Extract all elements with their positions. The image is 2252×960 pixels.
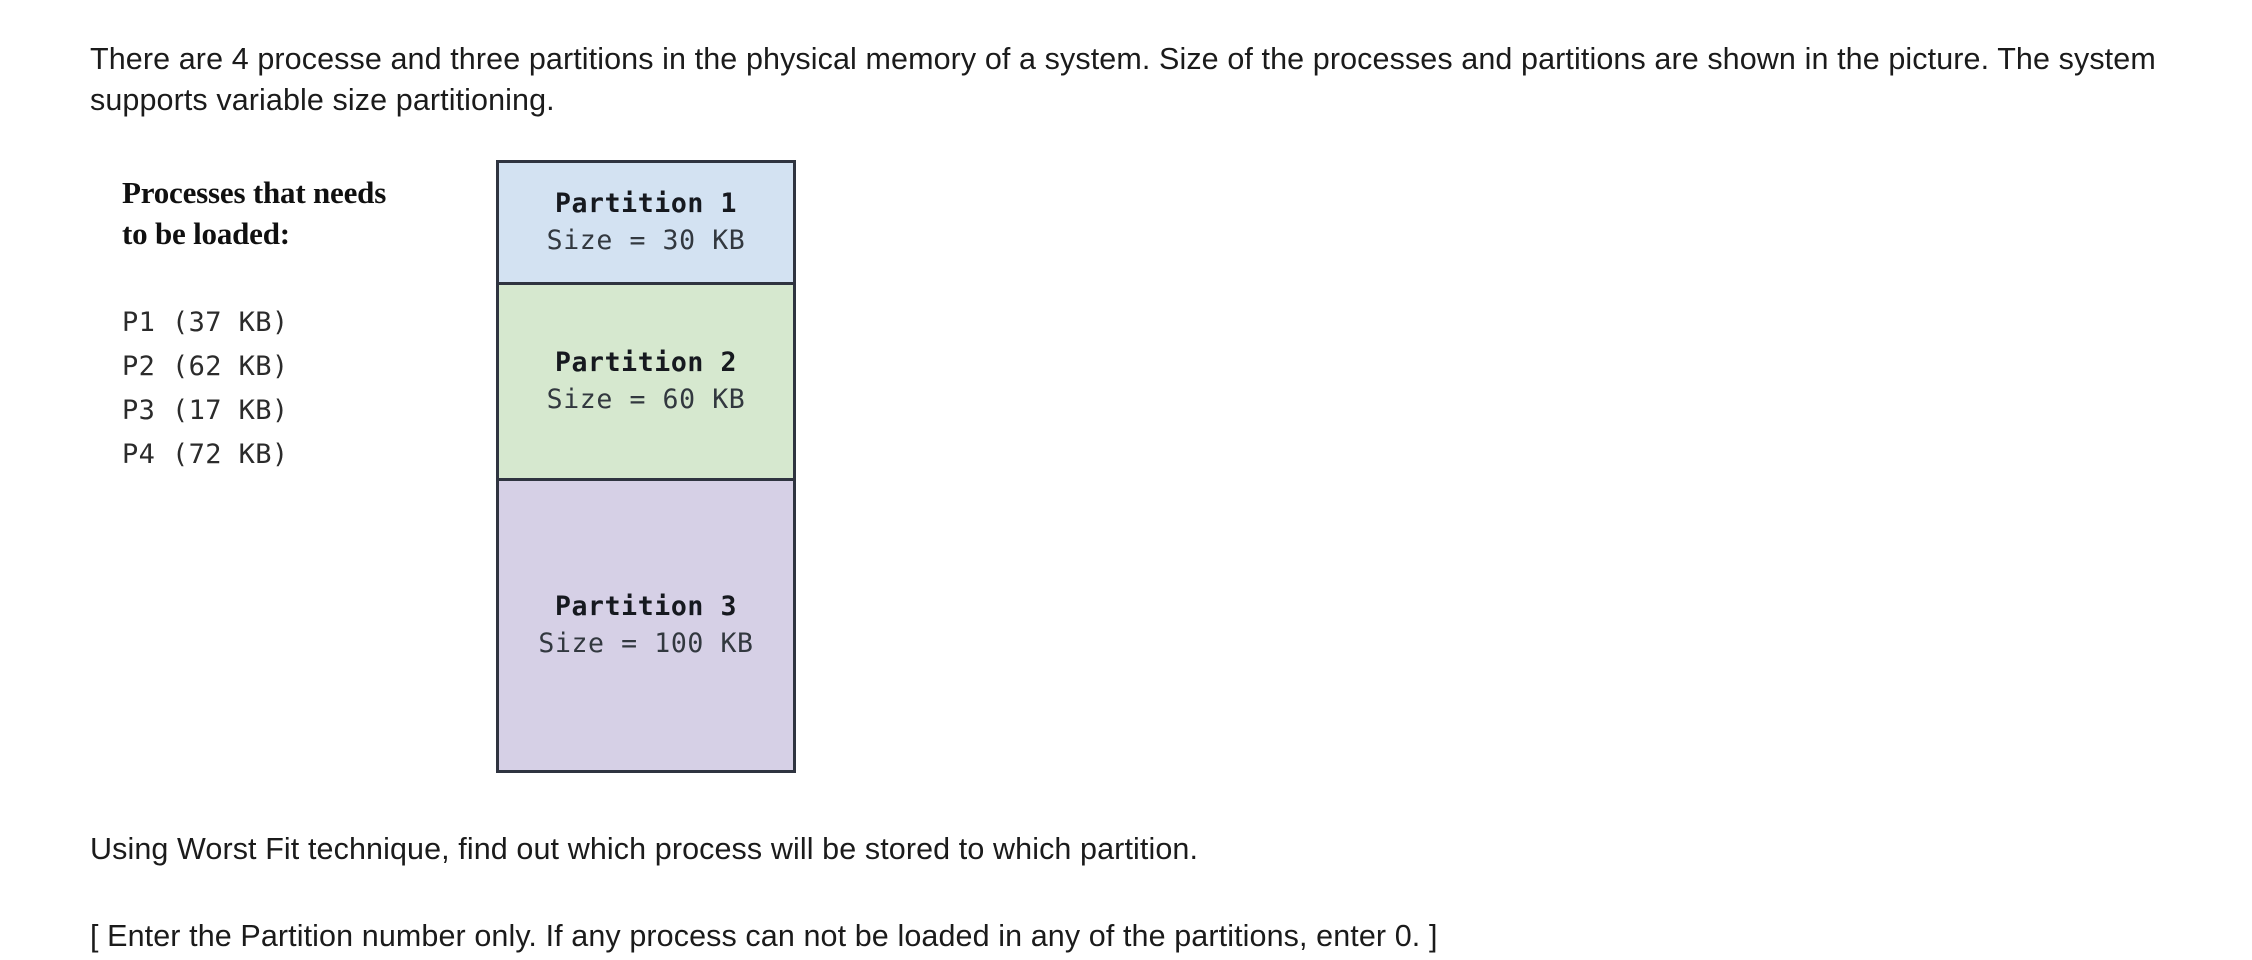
process-legend-title: Processes that needs to be loaded: — [122, 172, 482, 254]
partition-block-1: Partition 1 Size = 30 KB — [499, 163, 793, 282]
partition-block-2: Partition 2 Size = 60 KB — [499, 281, 793, 478]
partition-2-title: Partition 2 — [554, 347, 738, 379]
partition-2-size: Size = 60 KB — [546, 384, 746, 416]
memory-figure: Processes that needs to be loaded: P1 (3… — [0, 150, 2252, 790]
list-item: P1 (37 KB) — [122, 307, 289, 339]
partition-1-title: Partition 1 — [554, 188, 738, 220]
list-item: P3 (17 KB) — [122, 394, 289, 426]
question-answer-note: [ Enter the Partition number only. If an… — [90, 918, 1438, 953]
question-prompt-text: Using Worst Fit technique, find out whic… — [90, 831, 1199, 866]
process-legend: Processes that needs to be loaded: P1 (3… — [122, 172, 482, 476]
list-item: P4 (72 KB) — [122, 438, 289, 470]
physical-memory-box: Partition 1 Size = 30 KB Partition 2 Siz… — [496, 160, 796, 773]
process-list: P1 (37 KB) P2 (62 KB) P3 (17 KB) P4 (72 … — [122, 301, 482, 476]
list-item: P2 (62 KB) — [122, 351, 289, 383]
process-legend-title-line2: to be loaded: — [122, 216, 290, 252]
partition-1-size: Size = 30 KB — [546, 225, 746, 257]
question-intro-text: There are 4 processe and three partition… — [90, 41, 2156, 118]
partition-block-3: Partition 3 Size = 100 KB — [499, 477, 793, 770]
partition-3-title: Partition 3 — [554, 591, 738, 623]
partition-3-size: Size = 100 KB — [538, 628, 754, 660]
process-legend-title-line1: Processes that needs — [122, 175, 387, 210]
